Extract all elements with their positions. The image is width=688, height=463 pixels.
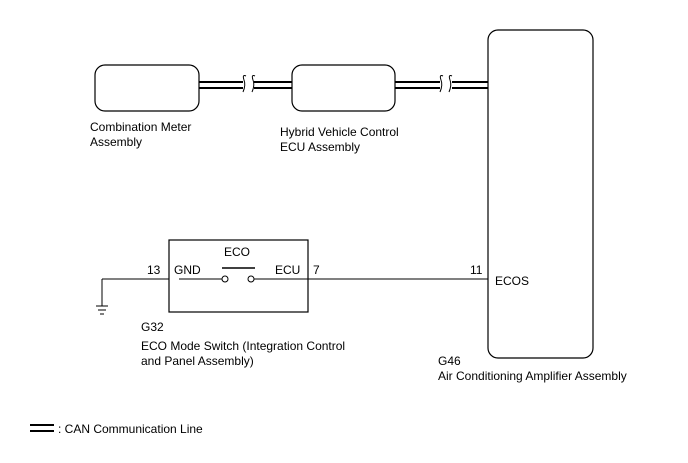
eco-switch-ecu-label: ECU (275, 263, 300, 277)
eco-switch-code: G32 (141, 320, 164, 334)
eco-switch-label: ECO (224, 245, 250, 259)
eco-switch-gnd-label: GND (174, 263, 201, 277)
ac-amplifier-name: Air Conditioning Amplifier Assembly (438, 369, 627, 383)
ac-amplifier-terminal-number: 11 (470, 263, 483, 277)
combination-meter-label-line-1: Combination Meter (90, 120, 191, 134)
eco-switch-box (168, 239, 309, 313)
hybrid-ecu-label-line-1: Hybrid Vehicle Control (280, 125, 399, 139)
can-line-legend-text: : CAN Communication Line (58, 422, 203, 436)
can-bus-meter-to-ecu (199, 75, 292, 93)
eco-switch-contact (179, 267, 308, 283)
ac-amplifier-code: G46 (438, 354, 461, 368)
ground-icon (96, 305, 108, 315)
ac-amplifier-box (487, 29, 594, 359)
ac-amplifier-terminal-name: ECOS (495, 274, 529, 288)
can-line-legend-icon (30, 424, 54, 432)
hybrid-ecu-label-line-2: ECU Assembly (280, 140, 360, 154)
combination-meter-box (94, 64, 200, 112)
hybrid-ecu-box (291, 64, 396, 112)
combination-meter-label-line-2: Assembly (90, 135, 142, 149)
eco-switch-name-line-2: and Panel Assembly) (141, 354, 254, 368)
eco-switch-gnd-pin: 13 (147, 263, 161, 277)
eco-switch-name-line-1: ECO Mode Switch (Integration Control (141, 339, 345, 353)
ground-wire (101, 278, 169, 306)
eco-switch-ecu-pin: 7 (313, 263, 320, 277)
can-bus-ecu-to-amplifier (395, 75, 488, 93)
